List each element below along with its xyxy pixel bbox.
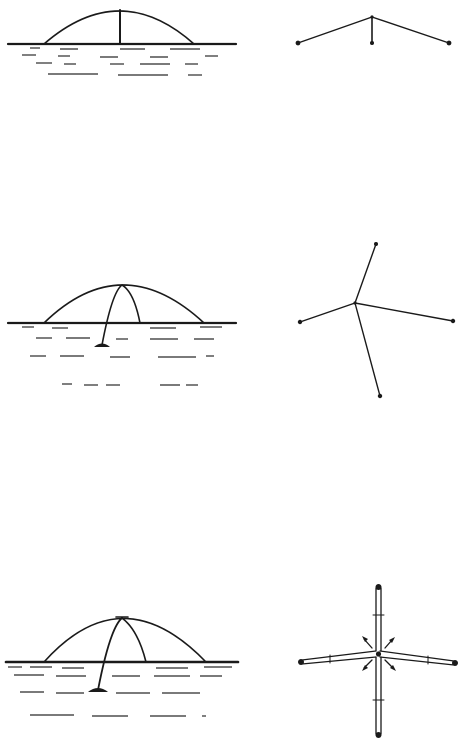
anchor-node [377, 393, 383, 399]
buried-leg [101, 284, 123, 346]
anchor-node [374, 242, 378, 246]
plan-leg-south [375, 656, 382, 735]
leg-foot [94, 343, 110, 347]
water-surface-dashes [22, 47, 218, 76]
panel-3-plan-view [298, 584, 458, 738]
plan-leg [371, 16, 450, 44]
plan-leg-west [301, 650, 377, 665]
anchor-node [450, 318, 456, 324]
hub-node [370, 15, 374, 19]
arch-leg [121, 284, 141, 324]
panel-1-side-view [6, 9, 238, 76]
arch-leg [121, 617, 147, 663]
arch-curve [43, 617, 207, 663]
force-arrows [362, 636, 396, 671]
plan-leg-east [379, 650, 455, 666]
panel-3 [4, 584, 458, 738]
anchor-node [375, 732, 382, 738]
plan-leg [297, 16, 373, 44]
anchor-node [446, 40, 452, 46]
hub-node [353, 301, 357, 305]
arch-curve [43, 284, 205, 324]
anchor-node [375, 584, 382, 590]
plan-leg [354, 302, 454, 322]
panel-1 [6, 9, 452, 76]
buried-leg [97, 617, 123, 691]
panel-2 [6, 242, 456, 399]
plan-leg-north [375, 587, 382, 652]
plan-leg [299, 302, 356, 323]
anchor-node [452, 660, 458, 666]
anchor-node [298, 659, 304, 665]
anchor-node [295, 40, 301, 46]
leg-ticks [329, 614, 429, 701]
panel-3-side-view [4, 616, 240, 717]
leg-foot [88, 688, 108, 692]
panel-1-plan-view [295, 15, 452, 46]
anchor-node [370, 41, 374, 45]
plan-leg [354, 243, 377, 304]
panel-2-plan-view [297, 242, 456, 399]
anchor-node [297, 319, 303, 325]
hub-node [375, 651, 382, 657]
water-surface-dashes [22, 326, 222, 386]
panel-2-side-view [6, 284, 238, 386]
plan-leg [354, 302, 381, 397]
water-surface-dashes [8, 666, 232, 717]
